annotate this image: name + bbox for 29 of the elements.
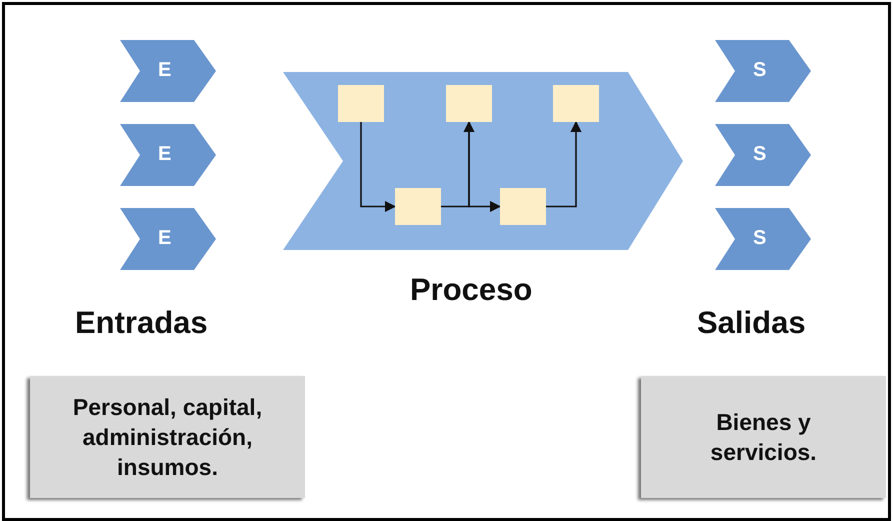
chevron-shape xyxy=(715,208,811,270)
section-heading: Entradas xyxy=(75,305,208,341)
process-step-box xyxy=(446,85,492,122)
text-panel xyxy=(641,376,886,498)
text-panel xyxy=(30,376,305,498)
chevron-letter: S xyxy=(753,227,766,250)
section-heading: Salidas xyxy=(697,305,806,341)
chevron-shape xyxy=(120,124,216,186)
chevron-shape xyxy=(120,208,216,270)
chevron-letter: E xyxy=(158,143,172,166)
process-step-box xyxy=(338,85,384,122)
chevron-shape xyxy=(715,124,811,186)
panel-text: Bienes y servicios. xyxy=(709,408,818,467)
chevron-shape xyxy=(120,40,216,102)
chevron-shape xyxy=(715,40,811,102)
process-chevron xyxy=(283,72,683,250)
panel-text: Personal, capital, administración, insumos. xyxy=(72,393,264,482)
arrow xyxy=(546,120,582,208)
arrow xyxy=(468,122,502,212)
process-step-box xyxy=(500,188,546,225)
chevron-letter: S xyxy=(753,59,766,82)
arrow xyxy=(441,120,475,208)
chevron-letter: E xyxy=(158,59,172,82)
chevron-letter: E xyxy=(158,227,172,250)
process-step-box xyxy=(553,85,599,122)
arrow xyxy=(360,122,396,212)
chevron-letter: S xyxy=(753,143,766,166)
process-step-box xyxy=(395,188,441,225)
section-heading: Proceso xyxy=(410,272,532,308)
